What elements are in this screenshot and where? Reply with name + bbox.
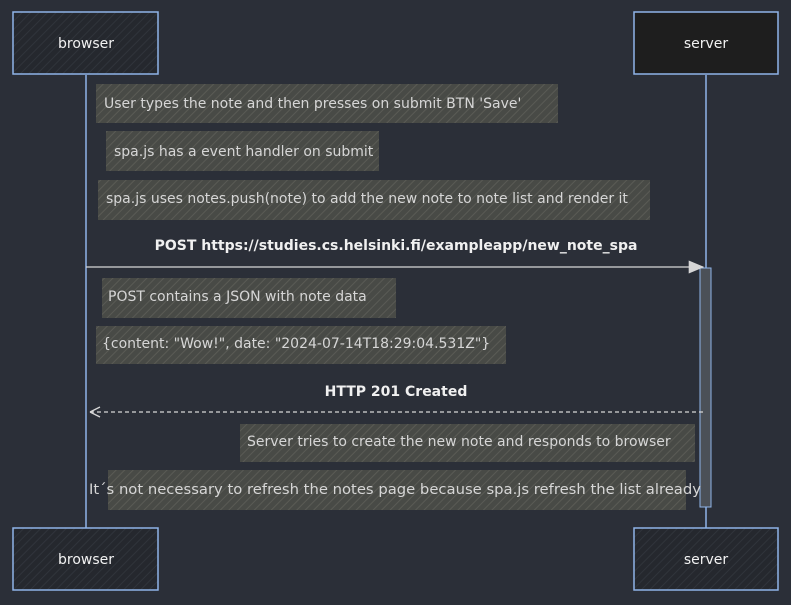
message-http-201-label: HTTP 201 Created [325,384,468,400]
actor-browser-bottom-label: browser [58,552,114,568]
note-7: It´s not necessary to refresh the notes … [89,470,701,510]
note-7-text: It´s not necessary to refresh the notes … [89,482,701,498]
message-http-201-arrowhead [89,406,101,418]
note-2: spa.js has a event handler on submit [106,131,379,171]
note-3-text: spa.js uses notes.push(note) to add the … [106,191,628,207]
note-1: User types the note and then presses on … [96,84,558,123]
actor-server-bottom: server [633,527,779,591]
note-4: POST contains a JSON with note data [102,278,396,318]
note-2-text: spa.js has a event handler on submit [114,144,374,160]
note-6: Server tries to create the new note and … [240,424,695,462]
note-4-text: POST contains a JSON with note data [108,289,367,305]
message-post-label: POST https://studies.cs.helsinki.fi/exam… [155,238,638,254]
server-activation-bar [699,267,712,508]
message-post: POST https://studies.cs.helsinki.fi/exam… [86,238,705,274]
actor-server-bottom-label: server [684,552,729,568]
actor-browser-top-label: browser [58,36,114,52]
note-5-text: {content: "Wow!", date: "2024-07-14T18:2… [102,336,490,352]
note-3: spa.js uses notes.push(note) to add the … [98,180,650,220]
note-6-text: Server tries to create the new note and … [247,434,671,450]
actor-server-top: server [633,11,779,75]
message-http-201: HTTP 201 Created [89,384,703,418]
note-1-text: User types the note and then presses on … [104,96,521,112]
actor-browser-bottom: browser [12,527,159,591]
actor-browser-top: browser [12,11,159,75]
actor-server-top-label: server [684,36,729,52]
note-5: {content: "Wow!", date: "2024-07-14T18:2… [96,326,506,364]
